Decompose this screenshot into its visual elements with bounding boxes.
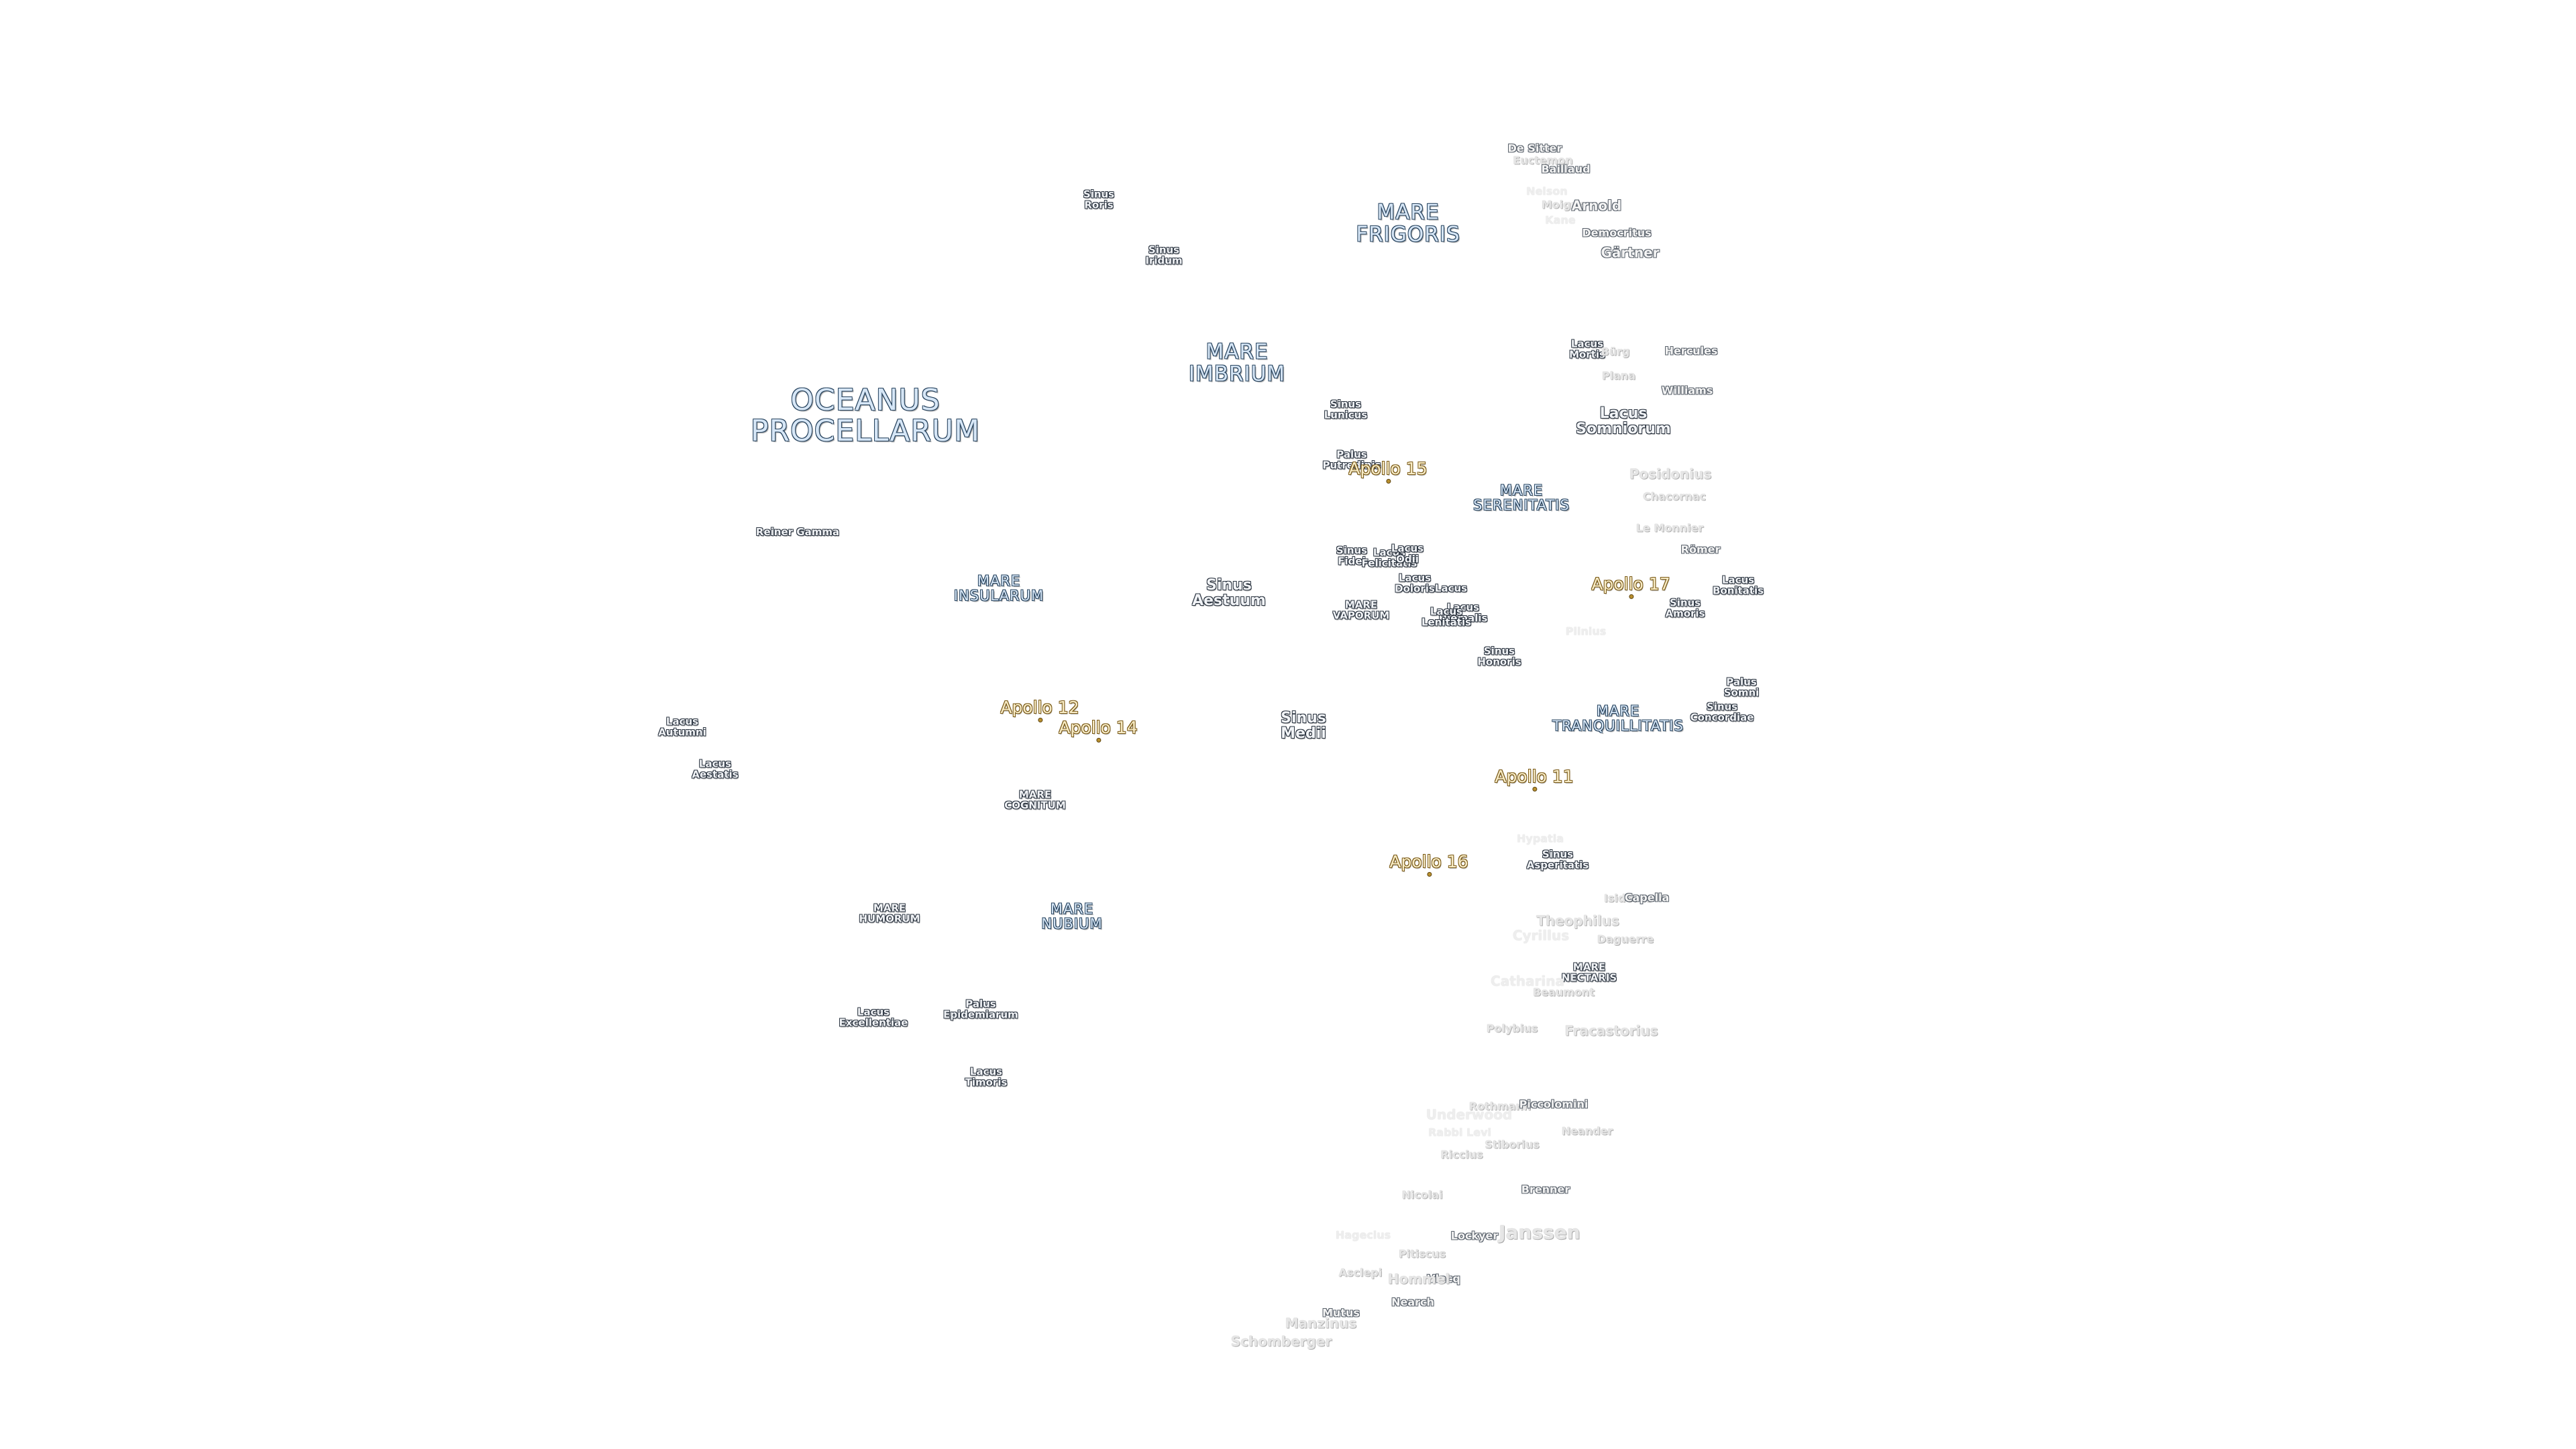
crater-label-baillaud: Baillaud — [1541, 162, 1591, 176]
landing-site-apollo-12: Apollo 12 — [1000, 697, 1079, 722]
crater-label-euctemon: Euctemon — [1513, 154, 1573, 167]
crater-label-isidorus: Isidorus — [1603, 892, 1653, 905]
crater-label-mutus: Mutus — [1322, 1306, 1360, 1320]
crater-label-williams: Williams — [1661, 384, 1713, 397]
feature-label-sinus-honoris: Sinus Honoris — [1477, 645, 1521, 667]
sea-label-mare-serenitatis: MARE SERENITATIS — [1473, 482, 1570, 513]
feature-label-sinus-concordiae: Sinus Concordiae — [1690, 700, 1754, 723]
crater-label-gartner: Gärtner — [1601, 244, 1660, 261]
crater-label-democritus: Democritus — [1582, 226, 1652, 239]
sea-label-mare-humorum: MARE HUMORUM — [859, 902, 920, 924]
sea-label-mare-frigoris: MARE FRIGORIS — [1356, 200, 1460, 246]
feature-label-lacus-autumni: Lacus Autumni — [658, 715, 706, 738]
feature-label-reiner-gamma: Reiner Gamma — [755, 526, 840, 539]
crater-label-manzinus: Manzinus — [1285, 1315, 1357, 1332]
crater-label-plinius: Plinius — [1565, 625, 1607, 638]
landing-site-apollo-15: Apollo 15 — [1348, 458, 1428, 484]
crater-label-plana: Plana — [1601, 369, 1636, 382]
feature-label-lacus-bonitatis: Lacus Bonitatis — [1712, 574, 1764, 596]
crater-label-underwood: Underwood — [1426, 1106, 1513, 1123]
sea-label-mare-nubium: MARE NUBIUM — [1041, 900, 1103, 932]
feature-label-sinus-medii: Sinus Medii — [1281, 709, 1326, 742]
crater-label-fracastorius: Fracastorius — [1564, 1022, 1658, 1039]
feature-label-sinus-roris: Sinus Roris — [1083, 188, 1115, 211]
landing-site-apollo-11: Apollo 11 — [1495, 766, 1574, 792]
crater-label-catharina: Catharina — [1491, 973, 1564, 989]
crater-label-cyrillus: Cyrillus — [1512, 927, 1570, 944]
crater-label-neander: Neander — [1561, 1124, 1613, 1138]
crater-label-pitiscus: Pitiscus — [1398, 1247, 1446, 1260]
crater-label-theophilus: Theophilus — [1536, 912, 1619, 929]
crater-label-hagecius: Hagecius — [1335, 1228, 1391, 1242]
crater-label-romer: Römer — [1680, 543, 1721, 556]
sea-label-mare-tranquillitatis: MARE TRANQUILLITATIS — [1552, 702, 1684, 734]
feature-label-lacus-somniorum: Lacus Somniorum — [1576, 405, 1671, 437]
crater-label-chacornac: Chacornac — [1643, 490, 1706, 503]
landing-site-apollo-14: Apollo 14 — [1059, 717, 1138, 743]
crater-label-nearch: Nearch — [1391, 1295, 1434, 1309]
feature-label-lacus-hiemalis: Lacus Hiemalis — [1438, 601, 1488, 624]
crater-label-hommel: Hommel — [1387, 1271, 1450, 1287]
crater-label-beaumont: Beaumont — [1533, 985, 1595, 999]
feature-label-lacus-gaudii: Lacus — [1434, 582, 1468, 595]
sea-label-oceanus-procellarum: OCEANUS PROCELLARUM — [750, 382, 981, 448]
crater-label-schomberger: Schomberger — [1230, 1333, 1332, 1350]
feature-label-palus-epidemiarum: Palus Epidemiarum — [943, 998, 1018, 1020]
crater-label-brenner: Brenner — [1521, 1183, 1570, 1196]
crater-label-rabbi-levi: Rabbi Levi — [1428, 1126, 1492, 1139]
feature-label-lacus-doloris: Lacus Doloris — [1395, 572, 1435, 594]
crater-label-burg: Bürg — [1601, 345, 1630, 358]
crater-label-daguerre: Daguerre — [1597, 932, 1654, 946]
crater-label-arnold: Arnold — [1571, 197, 1622, 214]
crater-label-moigno: Moigno — [1541, 198, 1587, 211]
sea-label-mare-cognitum: MARE COGNITUM — [1004, 788, 1066, 811]
sea-label-mare-vaporum: MARE VAPORUM — [1332, 598, 1390, 621]
feature-label-sinus-asperitatis: Sinus Asperitatis — [1526, 848, 1589, 871]
crater-label-le-monnier: Le Monnier — [1635, 521, 1704, 535]
crater-label-hypatia: Hypatia — [1517, 832, 1564, 845]
feature-label-lacus-lenitatis: Lacus Lenitatis — [1421, 605, 1472, 628]
crater-label-hercules: Hercules — [1664, 344, 1718, 358]
crater-label-rothmann: Rothmann — [1468, 1099, 1532, 1113]
landing-site-apollo-17: Apollo 17 — [1591, 574, 1670, 599]
crater-label-polybius: Polybius — [1486, 1022, 1538, 1035]
crater-label-de-sitter: De Sitter — [1507, 142, 1562, 155]
sea-label-mare-nectaris: MARE NECTARIS — [1561, 961, 1617, 983]
crater-label-vlacq: Vlacq — [1427, 1272, 1460, 1285]
crater-label-capella: Capella — [1624, 891, 1670, 904]
feature-label-sinus-iridum: Sinus Iridum — [1145, 244, 1183, 266]
crater-label-nelson: Nelson — [1526, 184, 1568, 198]
crater-label-asclepi: Asclepi — [1338, 1266, 1383, 1279]
sea-label-mare-insularum: MARE INSULARUM — [953, 572, 1044, 604]
crater-label-nicolai: Nicolai — [1401, 1188, 1443, 1201]
feature-label-palus-somni: Palus Somni — [1723, 676, 1760, 698]
feature-label-sinus-fidei: Sinus Fidei — [1336, 544, 1368, 567]
feature-label-sinus-aestuum: Sinus Aestuum — [1192, 576, 1266, 609]
sea-label-mare-imbrium: MARE IMBRIUM — [1188, 339, 1286, 386]
crater-label-riccius: Riccius — [1440, 1148, 1483, 1161]
feature-label-lacus-timoris: Lacus Timoris — [965, 1065, 1008, 1088]
crater-label-lockyer: Lockyer — [1450, 1229, 1499, 1242]
crater-label-kane: Kane — [1545, 213, 1576, 227]
crater-label-janssen: Janssen — [1499, 1221, 1580, 1244]
feature-label-palus-putredinis: Palus Putredinis — [1322, 448, 1381, 471]
feature-label-lacus-excellentiae: Lacus Excellentiae — [839, 1006, 908, 1028]
feature-label-sinus-amoris: Sinus Amoris — [1665, 596, 1705, 619]
crater-label-piccolomini: Piccolomini — [1519, 1097, 1589, 1111]
feature-label-lacus-mortis: Lacus Mortis — [1569, 337, 1605, 360]
crater-label-stiborius: Stiborius — [1485, 1138, 1540, 1151]
feature-label-lacus-odii: Lacus Odii — [1391, 542, 1424, 565]
feature-label-lacus-aestatis: Lacus Aestatis — [692, 757, 739, 780]
feature-label-lacus-felicitatis: Lacus Felicitatis — [1361, 546, 1417, 569]
landing-site-apollo-16: Apollo 16 — [1389, 851, 1468, 877]
crater-label-posidonius: Posidonius — [1629, 466, 1712, 482]
feature-label-sinus-lunicus: Sinus Lunicus — [1324, 398, 1368, 421]
